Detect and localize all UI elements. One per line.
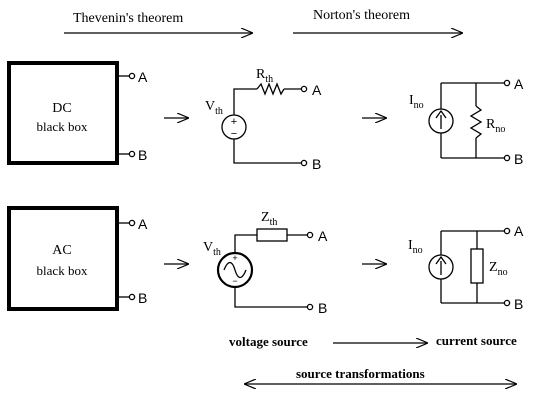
ac-box-label-1: AC [52, 243, 71, 258]
thevenin-dc-terminal-b [300, 159, 308, 167]
dc-box-label-b: B [138, 147, 147, 163]
ac-black-box: AC black box A B [7, 206, 148, 311]
norton-ac-terminal-b [503, 299, 511, 307]
dc-box-terminal-b [128, 150, 136, 158]
dc-box-terminal-a [128, 72, 136, 80]
thevenin-dc-label-a: A [312, 82, 322, 98]
thevenin-ac-label-a: A [318, 228, 328, 244]
rth-dc-resistor [256, 82, 285, 96]
thevenin-dc-bottom-wire [233, 139, 302, 164]
plus-sign-dc: + [231, 116, 237, 128]
plus-sign-ac: + [232, 253, 237, 263]
thevenin-ac-label-b: B [318, 300, 327, 316]
ac-box-terminal-a [128, 219, 136, 227]
ino-dc-arrow-icon [435, 109, 447, 119]
vth-dc-label: Vth [205, 99, 223, 117]
norton-header: Norton's theorem [293, 8, 462, 33]
norton-ac-circuit: Ino Zno A B [408, 223, 524, 312]
source-transformations-label: source transformations [296, 366, 425, 381]
norton-dc-terminal-a [503, 79, 511, 87]
ino-ac-arrow-icon [435, 255, 447, 265]
norton-ac-label-b: B [514, 296, 523, 312]
dc-box-label-a: A [138, 69, 148, 85]
ino-dc-label: Ino [409, 93, 424, 111]
thevenin-dc-top-wire-left [233, 88, 257, 115]
thevenin-ac-top-wire-left [234, 234, 257, 253]
thevenin-ac-circuit: Vth Zth + − A B [203, 210, 328, 316]
norton-dc-label-a: A [514, 76, 524, 92]
thevenin-title: Thevenin's theorem [73, 11, 183, 26]
norton-ac-terminal-a [503, 227, 511, 235]
vth-ac-label: Vth [203, 240, 221, 258]
voltage-source-label: voltage source [229, 334, 308, 349]
norton-dc-circuit: Ino Rno A B [409, 76, 524, 167]
ino-ac-current-source [428, 254, 454, 280]
ac-box-label-2: black box [37, 263, 88, 278]
ac-sine-icon [223, 261, 247, 279]
norton-ac-label-a: A [514, 223, 524, 239]
dc-box-label-1: DC [52, 101, 71, 116]
current-source-label: current source [436, 333, 517, 348]
thevenin-ac-terminal-b [306, 303, 314, 311]
thevenin-dc-circuit: Vth Rth + − A B [205, 67, 322, 172]
rno-dc-label: Rno [486, 117, 505, 135]
thevenin-header: Thevenin's theorem [64, 11, 252, 33]
thevenin-ac-terminal-a [306, 231, 314, 239]
thevenin-ac-bottom-wire [234, 287, 308, 308]
zno-ac-label: Zno [489, 260, 508, 278]
minus-sign-ac: − [232, 276, 237, 286]
ino-ac-label: Ino [408, 238, 423, 256]
minus-sign-dc: − [231, 128, 237, 140]
ac-box-terminal-b [128, 293, 136, 301]
ac-box-label-b: B [138, 290, 147, 306]
rth-dc-label: Rth [256, 67, 273, 85]
ac-box-label-a: A [138, 216, 148, 232]
ino-dc-current-source [428, 108, 454, 134]
thevenin-dc-terminal-a [300, 85, 308, 93]
norton-dc-label-b: B [514, 151, 523, 167]
ac-box-frame [7, 206, 119, 311]
norton-dc-terminal-b [503, 154, 511, 162]
rno-dc-resistor [469, 105, 483, 139]
dc-black-box: DC black box A B [7, 61, 148, 165]
norton-title: Norton's theorem [313, 8, 410, 23]
zno-ac-impedance [470, 248, 484, 284]
dc-box-frame [7, 61, 119, 165]
thevenin-dc-label-b: B [312, 156, 321, 172]
dc-box-label-2: black box [37, 119, 88, 134]
zth-ac-impedance [256, 228, 288, 242]
zth-ac-label: Zth [261, 210, 277, 228]
